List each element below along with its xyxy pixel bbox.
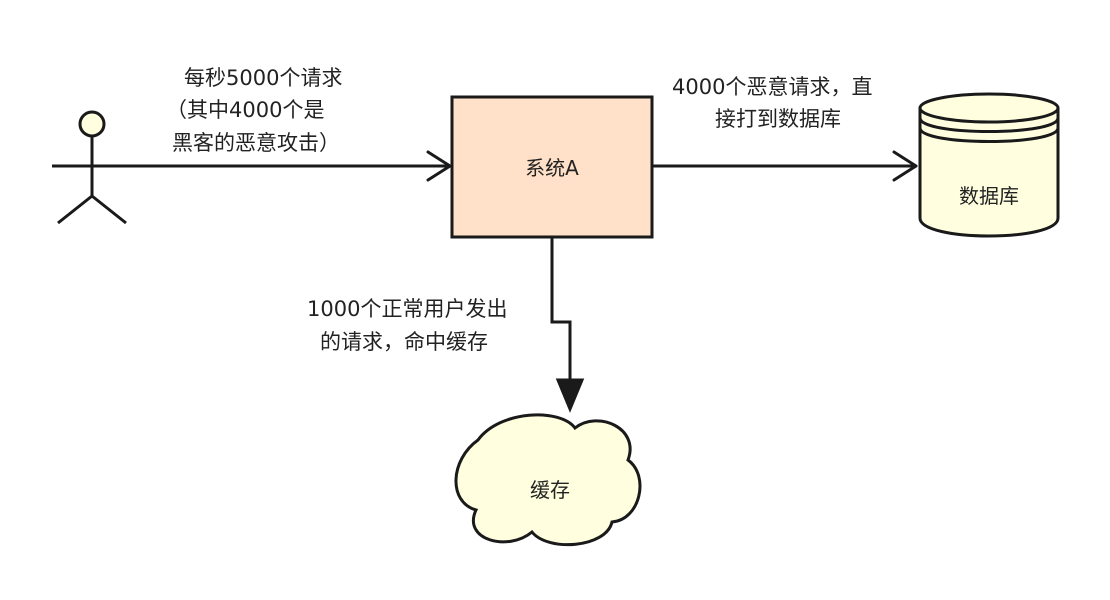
edge-label-line: 每秒5000个请求 [184, 66, 343, 90]
system-a-label: 系统A [525, 156, 579, 180]
edge-label-line: （其中4000个是 [166, 98, 325, 122]
cache-cloud [454, 413, 642, 547]
edge-label-line: 的请求，命中缓存 [320, 330, 488, 354]
actor-left-leg [57, 194, 93, 225]
edge-label-line: 黑客的恶意攻击） [172, 131, 340, 155]
database-label: 数据库 [959, 184, 1019, 208]
edge-label-line: 接打到数据库 [715, 107, 841, 131]
actor-right-leg [91, 194, 127, 225]
edge-label-line: 1000个正常用户发出 [307, 297, 508, 321]
user-actor [52, 110, 132, 225]
arrowhead [892, 150, 918, 182]
database-cylinder [918, 92, 1060, 238]
arrowhead [426, 150, 452, 182]
arrow-user-to-system [130, 150, 452, 182]
actor-head [78, 110, 106, 138]
arrow-system-to-cache [550, 237, 585, 413]
arrow-system-to-database [650, 150, 918, 182]
arrowhead [555, 378, 585, 413]
system-a-box [450, 95, 654, 239]
cache-label: 缓存 [530, 478, 570, 502]
edge-label-line: 4000个恶意请求，直 [672, 75, 873, 99]
